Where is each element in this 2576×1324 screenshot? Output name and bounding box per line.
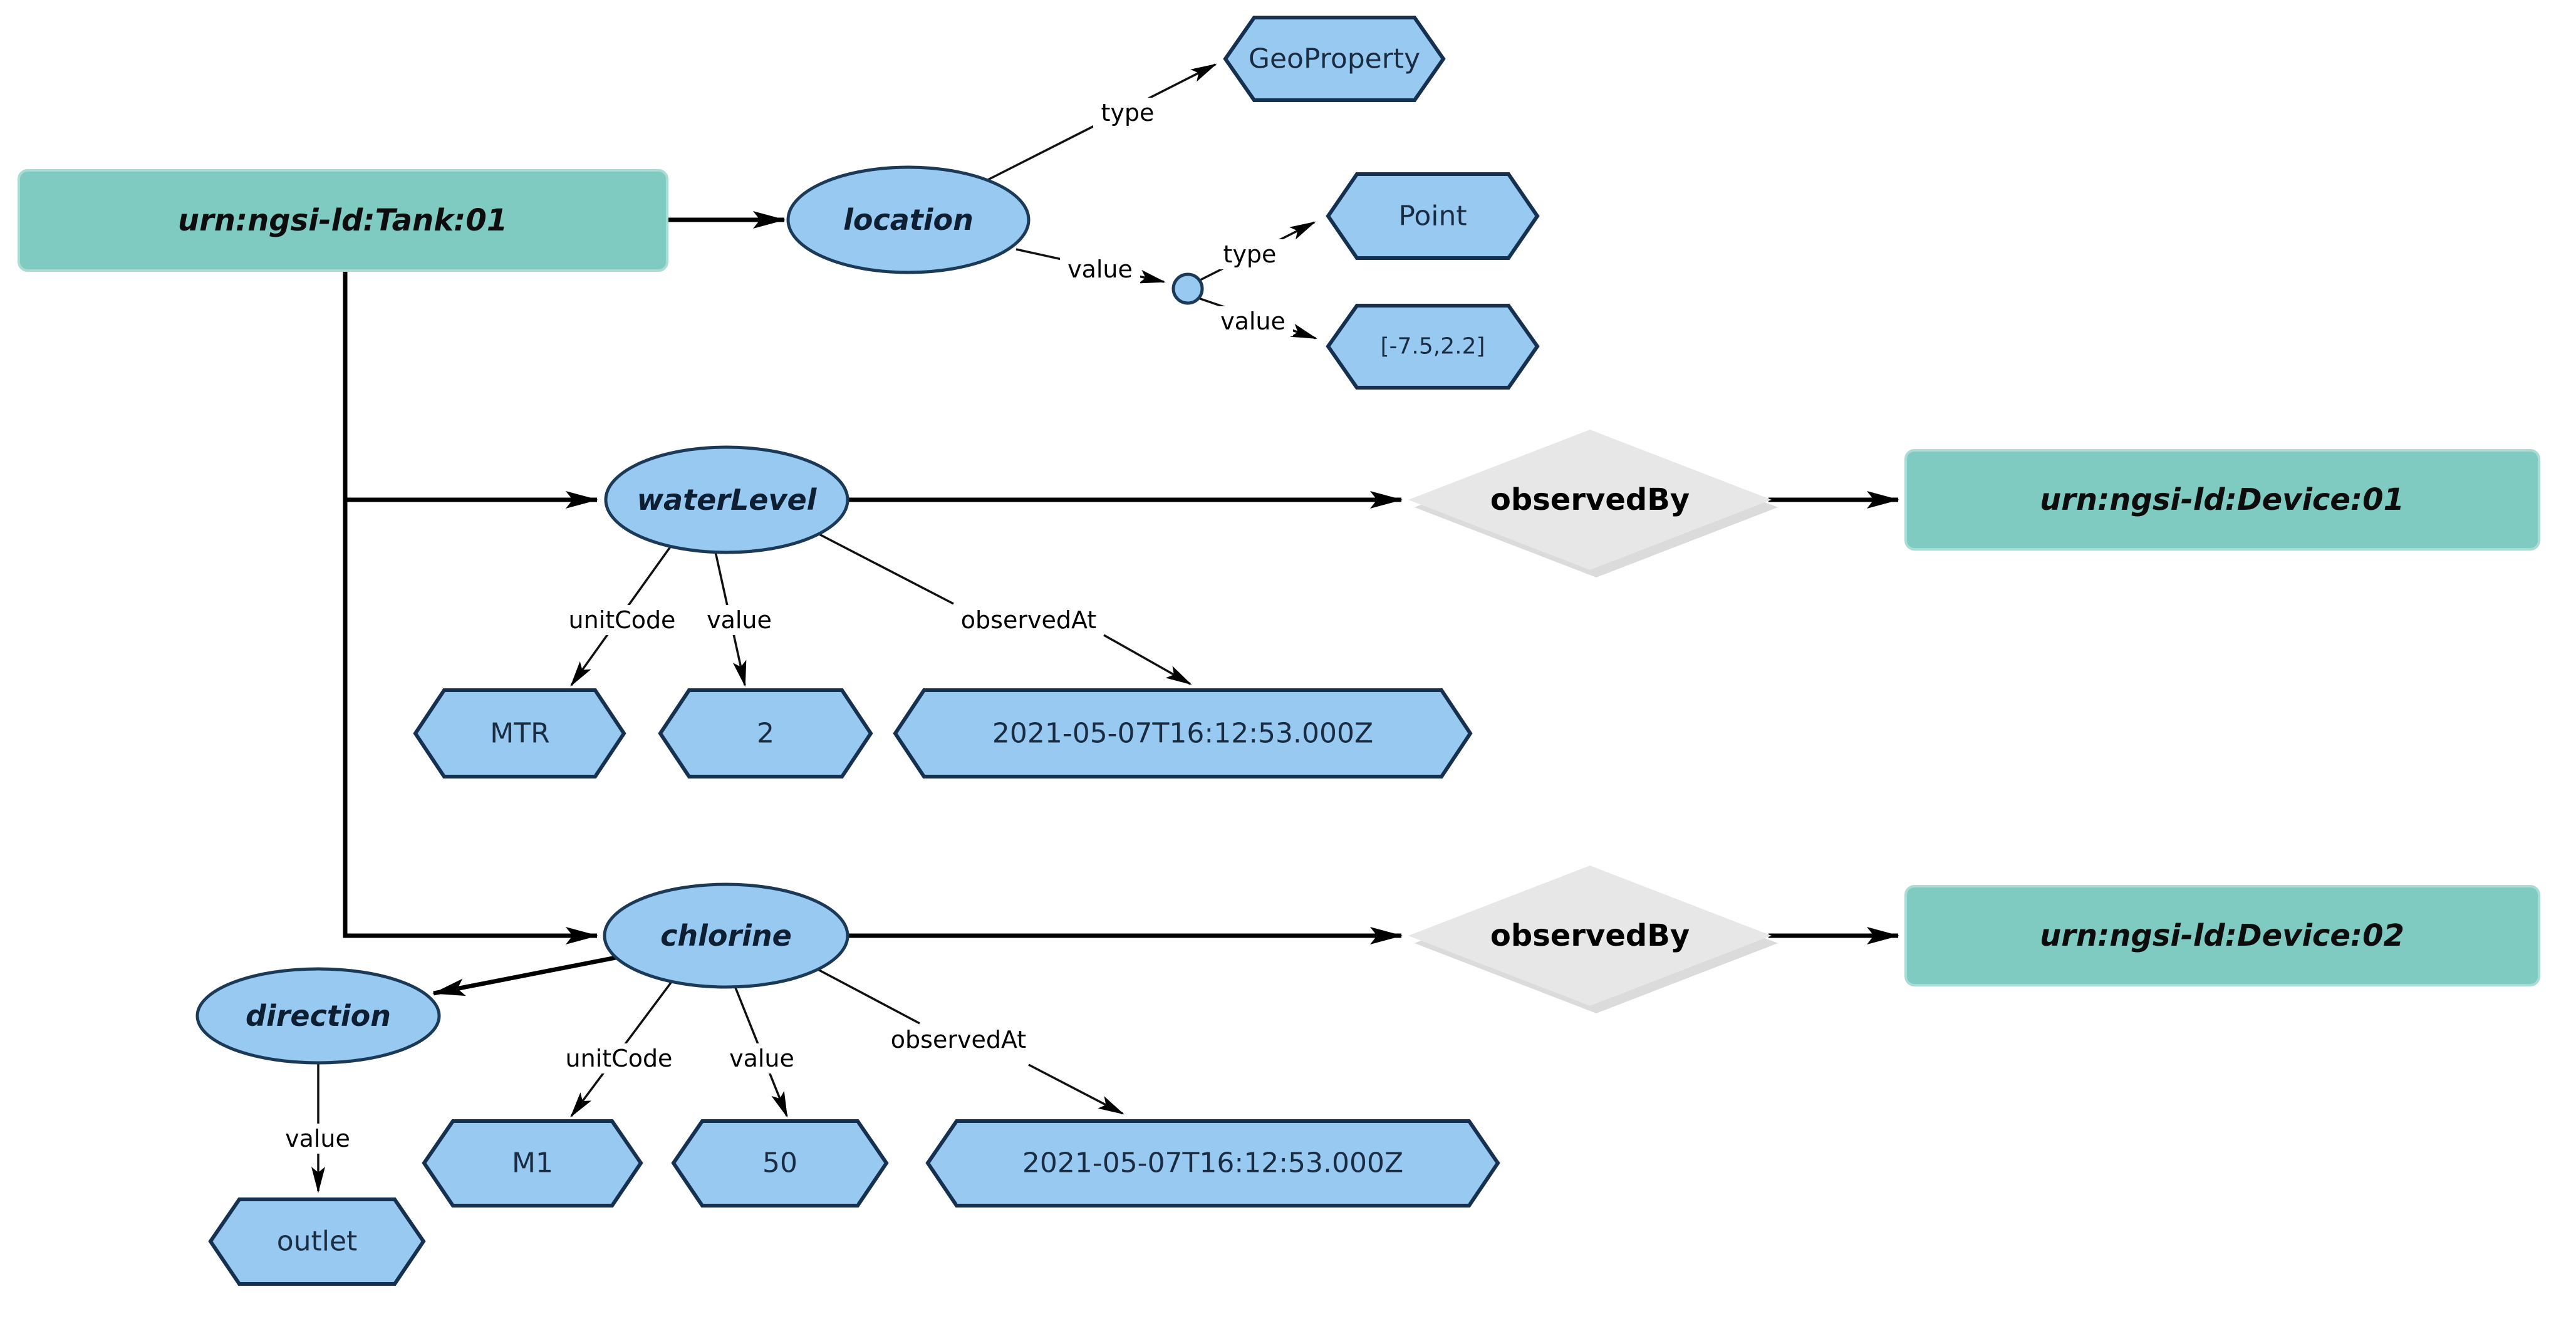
entity-device01-label: urn:ngsi-ld:Device:01 <box>2040 482 2404 517</box>
label-text: observedAt <box>961 606 1096 634</box>
value-geoproperty: GeoProperty <box>1223 16 1446 102</box>
entity-tank: urn:ngsi-ld:Tank:01 <box>18 169 668 272</box>
label-bg <box>1213 306 1293 336</box>
observedby1-diamond <box>1408 430 1772 570</box>
edge-waterlevel-observedat-a <box>813 530 954 605</box>
value-direction-outlet: outlet <box>208 1197 426 1286</box>
entity-tank-label: urn:ngsi-ld:Tank:01 <box>178 203 507 238</box>
edge-chlorine-observedat-b <box>1028 1063 1124 1115</box>
point-hexagon <box>1326 172 1540 260</box>
property-chlorine-ellipse <box>603 882 849 989</box>
entity-device02-box <box>1904 885 2540 986</box>
edge-label-direction-value: value <box>278 1124 358 1154</box>
edge-label-water-observedat: observedAt <box>954 605 1103 635</box>
property-direction-label: direction <box>246 999 391 1033</box>
label-bg <box>722 1043 802 1073</box>
label-bg <box>1215 239 1284 269</box>
edge-label-water-value: value <box>699 605 779 635</box>
property-waterlevel-label: waterLevel <box>637 483 818 517</box>
label-bg <box>278 1124 358 1154</box>
property-waterlevel-ellipse <box>604 445 849 554</box>
property-location: location <box>786 165 1031 274</box>
value-chlorine-value: 50 <box>671 1119 889 1208</box>
property-waterlevel: waterLevel <box>604 445 849 554</box>
edge-chlorine-observedat-a <box>814 966 920 1025</box>
observedby1-label: observedBy <box>1490 482 1690 517</box>
label-text: value <box>707 606 772 634</box>
water-value-text: 2 <box>757 718 774 750</box>
property-direction: direction <box>195 967 441 1065</box>
label-bg <box>1093 98 1162 128</box>
relationship-observedby2: observedBy <box>1408 866 1778 1013</box>
label-bg <box>699 605 779 635</box>
edge-label-location-value: value <box>1060 254 1140 284</box>
coordinates-hexagon <box>1326 304 1540 390</box>
outlet-hexagon <box>208 1197 426 1286</box>
value-point: Point <box>1326 172 1540 260</box>
m1-hexagon <box>422 1119 643 1208</box>
edge-label-water-unitcode: unitCode <box>561 605 683 635</box>
label-bg <box>558 1043 680 1073</box>
value-water-unitcode: MTR <box>413 688 626 778</box>
chlorine-observedat-hexagon <box>925 1119 1500 1208</box>
edge-label-chlorine-value: value <box>722 1043 802 1073</box>
label-bg <box>884 1025 1033 1055</box>
edge-chlorine-to-direction <box>432 955 616 996</box>
entity-device01: urn:ngsi-ld:Device:01 <box>1904 449 2540 551</box>
edge-label-valuenode-value: value <box>1213 306 1293 336</box>
coordinates-text: [-7.5,2.2] <box>1380 334 1485 359</box>
property-chlorine: chlorine <box>603 882 849 989</box>
value-water-value: 2 <box>658 688 873 778</box>
edge-tank-to-chlorine <box>343 271 598 944</box>
value-water-observedat: 2021-05-07T16:12:53.000Z <box>893 688 1473 778</box>
value-chlorine-observedat: 2021-05-07T16:12:53.000Z <box>925 1119 1500 1208</box>
property-location-ellipse <box>786 165 1031 274</box>
entity-tank-box <box>18 169 668 272</box>
entity-device02-label: urn:ngsi-ld:Device:02 <box>2040 918 2404 953</box>
water-observedat-hexagon <box>893 688 1473 778</box>
label-text: type <box>1101 99 1155 127</box>
chlorine-value-text: 50 <box>762 1147 797 1179</box>
chlorine-observedat-text: 2021-05-07T16:12:53.000Z <box>1022 1147 1403 1179</box>
water-value-hexagon <box>658 688 873 778</box>
label-text: value <box>729 1045 794 1072</box>
mtr-hexagon <box>413 688 626 778</box>
observedby2-diamond <box>1408 866 1772 1006</box>
label-text: value <box>1220 308 1285 335</box>
value-coordinates: [-7.5,2.2] <box>1326 304 1540 390</box>
m1-text: M1 <box>512 1147 553 1179</box>
relationship-observedby1: observedBy <box>1408 430 1778 577</box>
property-location-label: location <box>843 203 974 237</box>
observedby2-label: observedBy <box>1490 918 1690 953</box>
entity-device02: urn:ngsi-ld:Device:02 <box>1904 885 2540 986</box>
label-bg <box>1060 254 1140 284</box>
chlorine-value-hexagon <box>671 1119 889 1208</box>
location-value-node <box>1171 272 1204 305</box>
edge-label-chlorine-observedat: observedAt <box>884 1025 1033 1055</box>
geoproperty-hexagon <box>1223 16 1446 102</box>
edge-waterlevel-observedat-b <box>1103 634 1192 685</box>
label-text: value <box>285 1125 350 1152</box>
label-bg <box>561 605 683 635</box>
edge-label-valuenode-type: type <box>1215 239 1284 269</box>
property-direction-ellipse <box>195 967 441 1065</box>
edge-label-chlorine-unitcode: unitCode <box>558 1043 680 1073</box>
label-bg <box>954 605 1103 635</box>
entity-device01-box <box>1904 449 2540 551</box>
label-text: unitCode <box>566 1045 673 1072</box>
label-text: observedAt <box>891 1026 1026 1053</box>
label-text: type <box>1223 240 1277 268</box>
water-observedat-text: 2021-05-07T16:12:53.000Z <box>992 718 1373 750</box>
mtr-text: MTR <box>490 718 549 750</box>
point-text: Point <box>1398 200 1467 232</box>
edge-label-location-type: type <box>1093 98 1162 128</box>
outlet-text: outlet <box>277 1226 358 1258</box>
property-chlorine-label: chlorine <box>660 919 792 953</box>
value-chlorine-unitcode: M1 <box>422 1119 643 1208</box>
geoproperty-text: GeoProperty <box>1249 43 1420 75</box>
label-text: unitCode <box>569 606 676 634</box>
label-text: value <box>1067 256 1133 283</box>
